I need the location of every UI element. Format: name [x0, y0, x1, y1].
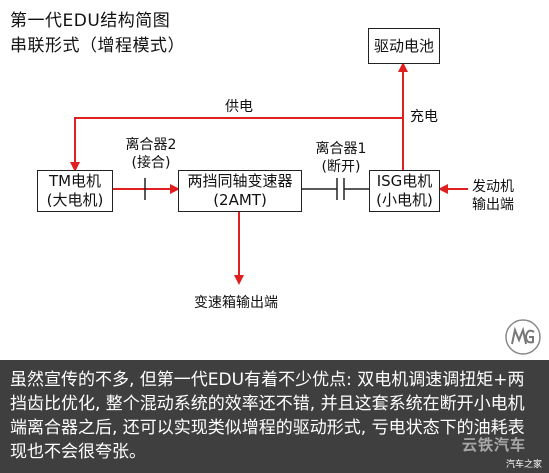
watermark-sub: 汽车之家	[506, 460, 543, 470]
supply-label: 供电	[225, 99, 253, 115]
engine-output-line2: 输出端	[472, 197, 514, 213]
caption-text: 虽然宣传的不多, 但第一代EDU有着不少优点: 双电机调速调扭矩+两挡齿比优化,…	[10, 370, 525, 462]
clutch2-state: (接合)	[131, 155, 171, 171]
transmission-box: 两挡同轴变速器 (2AMT)	[178, 170, 302, 212]
caption-panel: 虽然宣传的不多, 但第一代EDU有着不少优点: 双电机调速调扭矩+两挡齿比优化,…	[0, 360, 549, 473]
tm-motor-box: TM电机 (大电机)	[37, 170, 113, 212]
charge-label: 充电	[410, 109, 438, 125]
clutch1-label: 离合器1 (断开)	[306, 140, 376, 176]
clutch1-state: (断开)	[321, 159, 361, 175]
diagram-title: 第一代EDU结构简图	[10, 11, 171, 31]
transmission-sublabel: (2AMT)	[213, 191, 267, 209]
diagram-subtitle: 串联形式（增程模式）	[10, 36, 185, 56]
isg-motor-sublabel: (小电机)	[376, 191, 433, 209]
engine-output-line1: 发动机	[472, 179, 514, 195]
clutch1-name: 离合器1	[315, 141, 367, 157]
transmission-label: 两挡同轴变速器	[187, 172, 293, 190]
clutch2-label: 离合器2 (接合)	[116, 136, 186, 172]
engine-output-label: 发动机 输出端	[472, 178, 532, 214]
battery-label: 驱动电池	[373, 36, 434, 55]
isg-motor-box: ISG电机 (小电机)	[369, 170, 440, 212]
watermark-main: 云铁汽车	[462, 436, 527, 454]
clutch2-name: 离合器2	[125, 137, 177, 153]
diagram-connectors	[70, 62, 468, 285]
isg-motor-label: ISG电机	[376, 172, 433, 190]
gearbox-output-label: 变速箱输出端	[194, 295, 278, 311]
mg-logo	[505, 319, 541, 355]
battery-box: 驱动电池	[368, 28, 440, 64]
tm-motor-label: TM电机	[48, 172, 102, 190]
tm-motor-sublabel: (大电机)	[46, 191, 104, 209]
supply-arrow	[70, 117, 403, 172]
